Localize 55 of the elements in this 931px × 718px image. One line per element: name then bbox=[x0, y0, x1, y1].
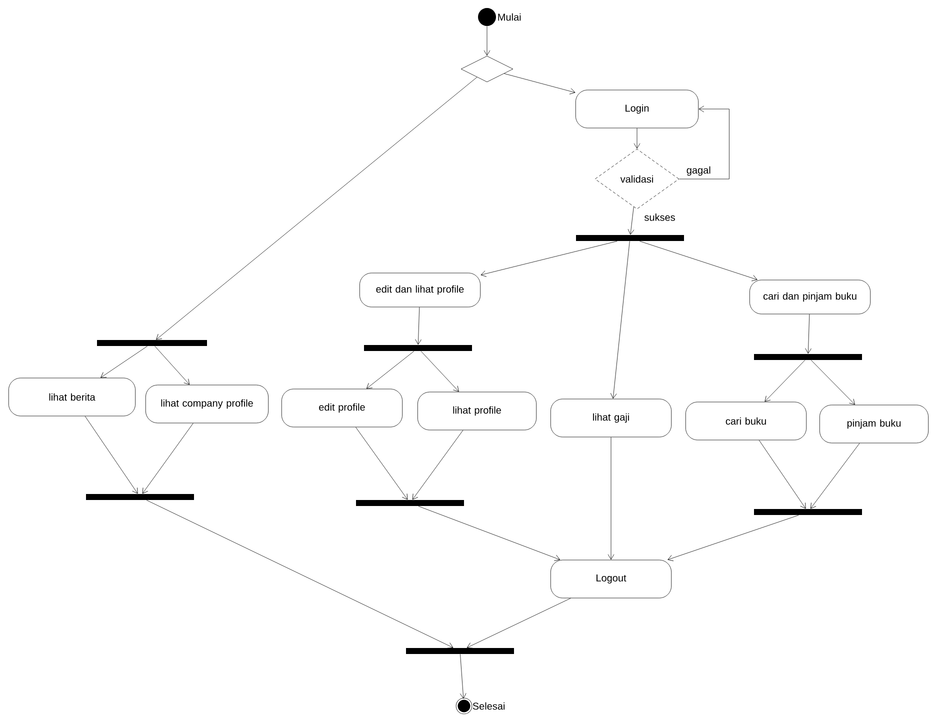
arrow bbox=[640, 241, 758, 282]
arrow bbox=[810, 360, 856, 405]
arrow bbox=[504, 73, 576, 94]
activity-box: cari dan pinjam buku bbox=[749, 280, 871, 314]
sync-bar bbox=[364, 345, 472, 351]
activity-box: lihat company profile bbox=[145, 384, 269, 424]
arrow bbox=[460, 654, 466, 699]
sync-bar bbox=[356, 500, 464, 506]
decision-diamond bbox=[460, 56, 514, 82]
activity-box: pinjam buku bbox=[819, 404, 929, 444]
sync-bar bbox=[754, 354, 862, 360]
activity-box: lihat gaji bbox=[550, 398, 672, 438]
arrow bbox=[764, 360, 806, 402]
edge-label: sukses bbox=[643, 212, 676, 222]
arrow bbox=[480, 241, 618, 277]
arrow bbox=[466, 598, 571, 648]
activity-box: lihat profile bbox=[417, 392, 537, 430]
arrow bbox=[415, 307, 422, 345]
sync-bar bbox=[406, 648, 514, 654]
sync-bar bbox=[576, 235, 684, 241]
arrow bbox=[100, 346, 148, 378]
arrow bbox=[146, 500, 454, 648]
arrow bbox=[634, 128, 640, 149]
activity-box: Logout bbox=[550, 560, 672, 598]
end-node bbox=[456, 698, 472, 714]
activity-box: lihat berita bbox=[8, 378, 136, 416]
sync-bar bbox=[86, 494, 194, 500]
edge-label: gagal bbox=[685, 165, 712, 177]
arrow bbox=[418, 506, 560, 561]
arrow bbox=[608, 437, 614, 560]
arrow bbox=[610, 241, 630, 399]
sync-bar bbox=[97, 340, 207, 346]
activity-box: Login bbox=[575, 90, 699, 128]
arrow bbox=[356, 427, 408, 500]
arrow bbox=[156, 76, 478, 340]
start-node bbox=[478, 8, 496, 26]
arrow bbox=[84, 416, 138, 494]
arrow bbox=[668, 515, 799, 562]
arrow bbox=[142, 423, 194, 494]
arrow bbox=[154, 346, 190, 385]
arrow bbox=[758, 440, 806, 509]
arrow bbox=[679, 106, 730, 180]
arrow bbox=[420, 351, 459, 392]
arrow bbox=[810, 443, 860, 509]
arrow bbox=[412, 430, 464, 500]
node-label: Selesai bbox=[472, 702, 505, 710]
arrow bbox=[366, 351, 414, 389]
node-label: Mulai bbox=[498, 13, 521, 21]
sync-bar bbox=[754, 509, 862, 515]
arrow bbox=[805, 314, 812, 354]
activity-box: cari buku bbox=[685, 402, 807, 440]
arrow bbox=[484, 26, 490, 56]
activity-box: edit dan lihat profile bbox=[359, 272, 481, 308]
arrow bbox=[628, 206, 634, 235]
activity-box: edit profile bbox=[281, 388, 403, 428]
